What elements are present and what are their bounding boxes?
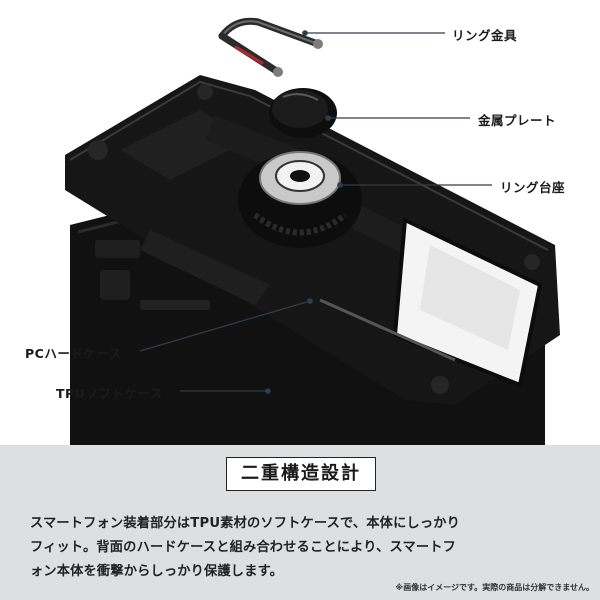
disclaimer-note: ※画像はイメージです。実際の商品は分解できません。 <box>395 583 594 592</box>
callout-dot-ring-bracket <box>302 30 308 36</box>
callout-lines <box>139 30 492 394</box>
section-title: 二重構造設計 <box>226 457 376 491</box>
description-line-3: ォン本体を衝撃からしっかり保護します。 <box>30 564 284 579</box>
callout-dot-tpu-case <box>265 388 271 394</box>
exploded-case-illustration <box>65 17 560 445</box>
metal-plate-shape <box>269 88 337 138</box>
ring-bracket-shape <box>218 17 323 77</box>
callout-dot-pc-case <box>307 298 313 304</box>
label-pc-hard-case: PCハードケース <box>25 346 122 361</box>
label-ring-bracket: リング金具 <box>452 28 518 43</box>
description-line-1: スマートフォン装着部分はTPU素材のソフトケースで、本体にしっかり <box>30 516 461 531</box>
label-tpu-soft-case: TPUソフトケース <box>56 386 163 401</box>
callout-dot-ring-base <box>337 182 343 188</box>
product-illustration-area: リング金具 金属プレート リング台座 PCハードケース TPUソフトケース <box>25 17 566 445</box>
label-ring-base: リング台座 <box>500 180 566 195</box>
label-metal-plate: 金属プレート <box>478 113 557 128</box>
callout-line-pc-case <box>139 300 311 352</box>
description-text: スマートフォン装着部分はTPU素材のソフトケースで、本体にしっかり フィット。背… <box>30 512 575 584</box>
callout-dot-metal-plate <box>325 115 331 121</box>
ring-base-shape <box>238 151 362 248</box>
info-panel: 二重構造設計 スマートフォン装着部分はTPU素材のソフトケースで、本体にしっかり… <box>0 445 600 600</box>
description-line-2: フィット。背面のハードケースと組み合わせることにより、スマートフ <box>30 540 457 555</box>
